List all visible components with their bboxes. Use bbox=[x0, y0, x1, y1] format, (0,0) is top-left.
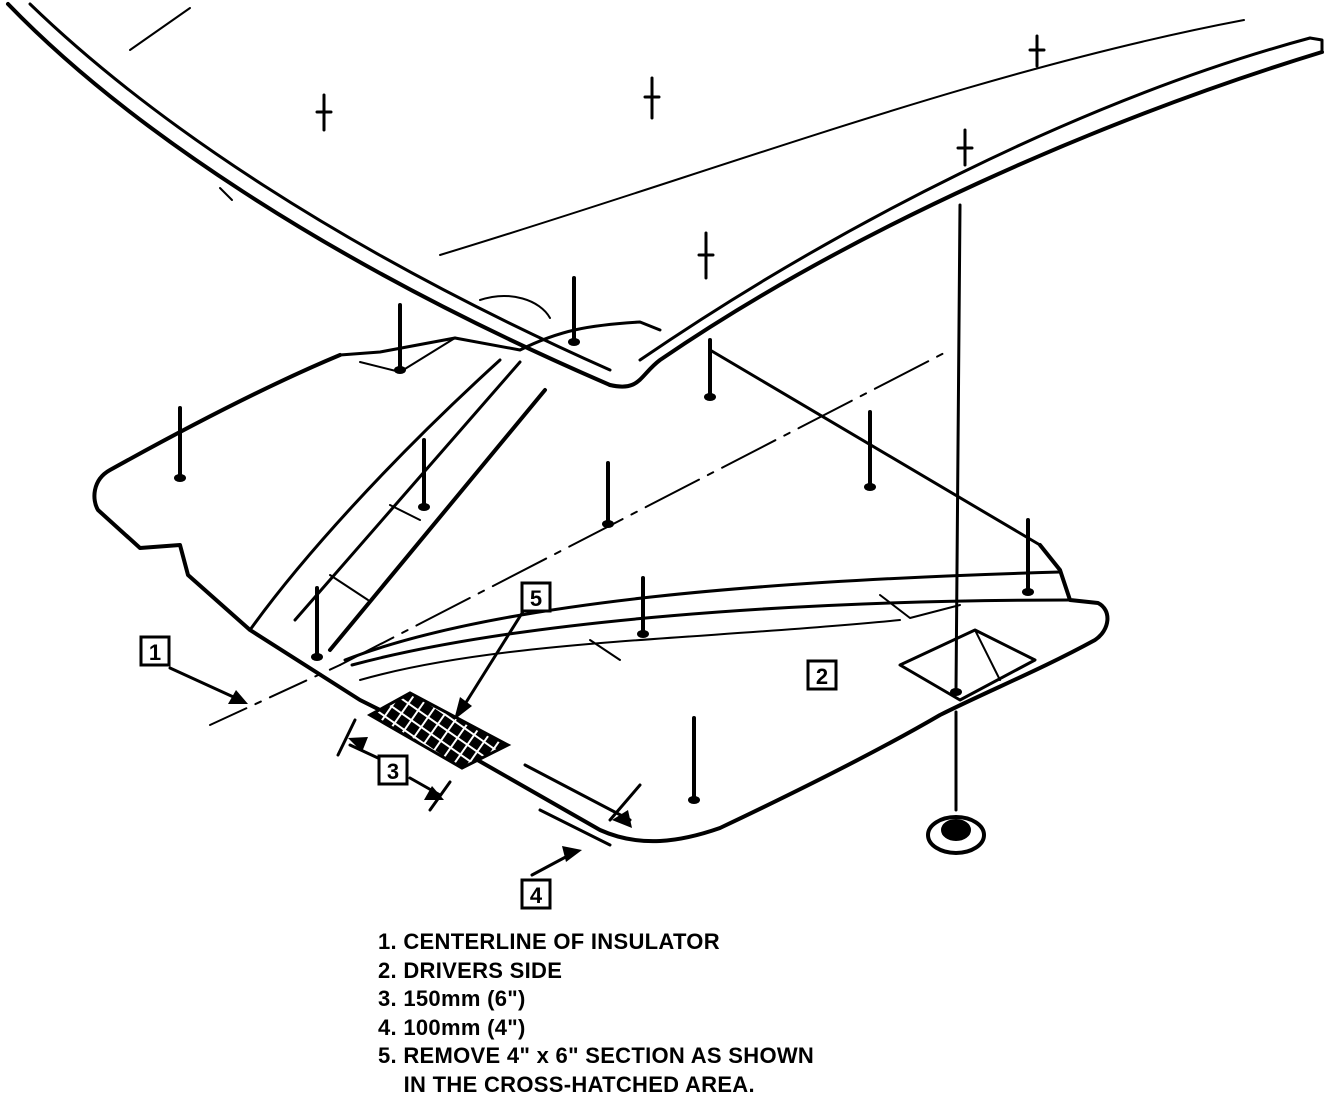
svg-text:1: 1 bbox=[149, 640, 161, 665]
legend-item-1: 1. CENTERLINE OF INSULATOR bbox=[378, 928, 1078, 957]
callout-2: 2 bbox=[808, 661, 836, 689]
legend-item-5-continued: IN THE CROSS-HATCHED AREA. bbox=[378, 1071, 1078, 1099]
callout-4: 4 bbox=[522, 880, 550, 908]
grommet bbox=[928, 817, 984, 853]
svg-text:5: 5 bbox=[530, 586, 542, 611]
dash-panel bbox=[8, 4, 1322, 387]
callout-1: 1 bbox=[141, 637, 169, 665]
legend-item-5: 5. REMOVE 4" x 6" SECTION AS SHOWN bbox=[378, 1042, 1078, 1071]
retaining-pins bbox=[180, 205, 1028, 810]
legend-item-4: 4. 100mm (4") bbox=[378, 1014, 1078, 1043]
callout-5: 5 bbox=[522, 583, 550, 611]
legend: 1. CENTERLINE OF INSULATOR 2. DRIVERS SI… bbox=[378, 928, 1078, 1099]
callout-3: 3 bbox=[379, 756, 407, 784]
svg-text:3: 3 bbox=[387, 759, 399, 784]
legend-item-3: 3. 150mm (6") bbox=[378, 985, 1078, 1014]
svg-text:2: 2 bbox=[816, 664, 828, 689]
legend-item-2: 2. DRIVERS SIDE bbox=[378, 957, 1078, 986]
dash-studs bbox=[317, 36, 1044, 278]
svg-text:4: 4 bbox=[530, 883, 543, 908]
